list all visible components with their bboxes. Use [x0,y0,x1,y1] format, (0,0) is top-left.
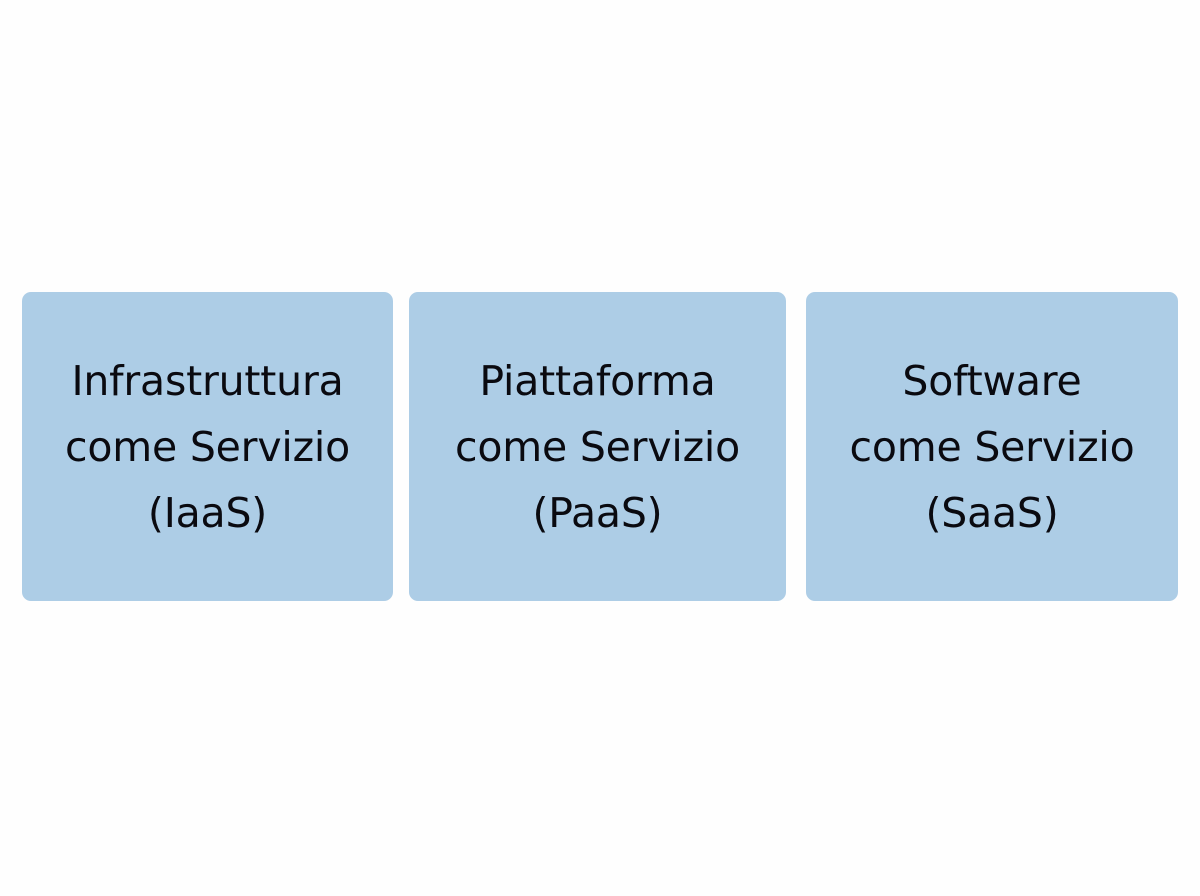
service-card-saas-line-1: Software [902,356,1082,405]
service-card-paas-text: Piattaforma come Servizio (PaaS) [415,348,780,546]
service-card-paas-line-1: Piattaforma [479,356,716,405]
service-card-paas-line-2: come Servizio [455,422,740,471]
service-card-saas[interactable]: Software come Servizio (SaaS) [806,292,1178,601]
service-card-paas[interactable]: Piattaforma come Servizio (PaaS) [409,292,786,601]
service-card-saas-line-2: come Servizio [849,422,1135,471]
service-card-saas-text: Software come Servizio (SaaS) [812,348,1172,546]
service-card-paas-line-3: (PaaS) [532,488,663,537]
service-card-iaas-line-2: come Servizio [65,422,350,471]
service-card-iaas[interactable]: Infrastruttura come Servizio (IaaS) [22,292,393,601]
service-card-iaas-text: Infrastruttura come Servizio (IaaS) [28,348,387,546]
service-card-saas-line-3: (SaaS) [925,488,1059,537]
service-card-iaas-line-3: (IaaS) [147,488,268,537]
service-card-iaas-line-1: Infrastruttura [71,356,344,405]
